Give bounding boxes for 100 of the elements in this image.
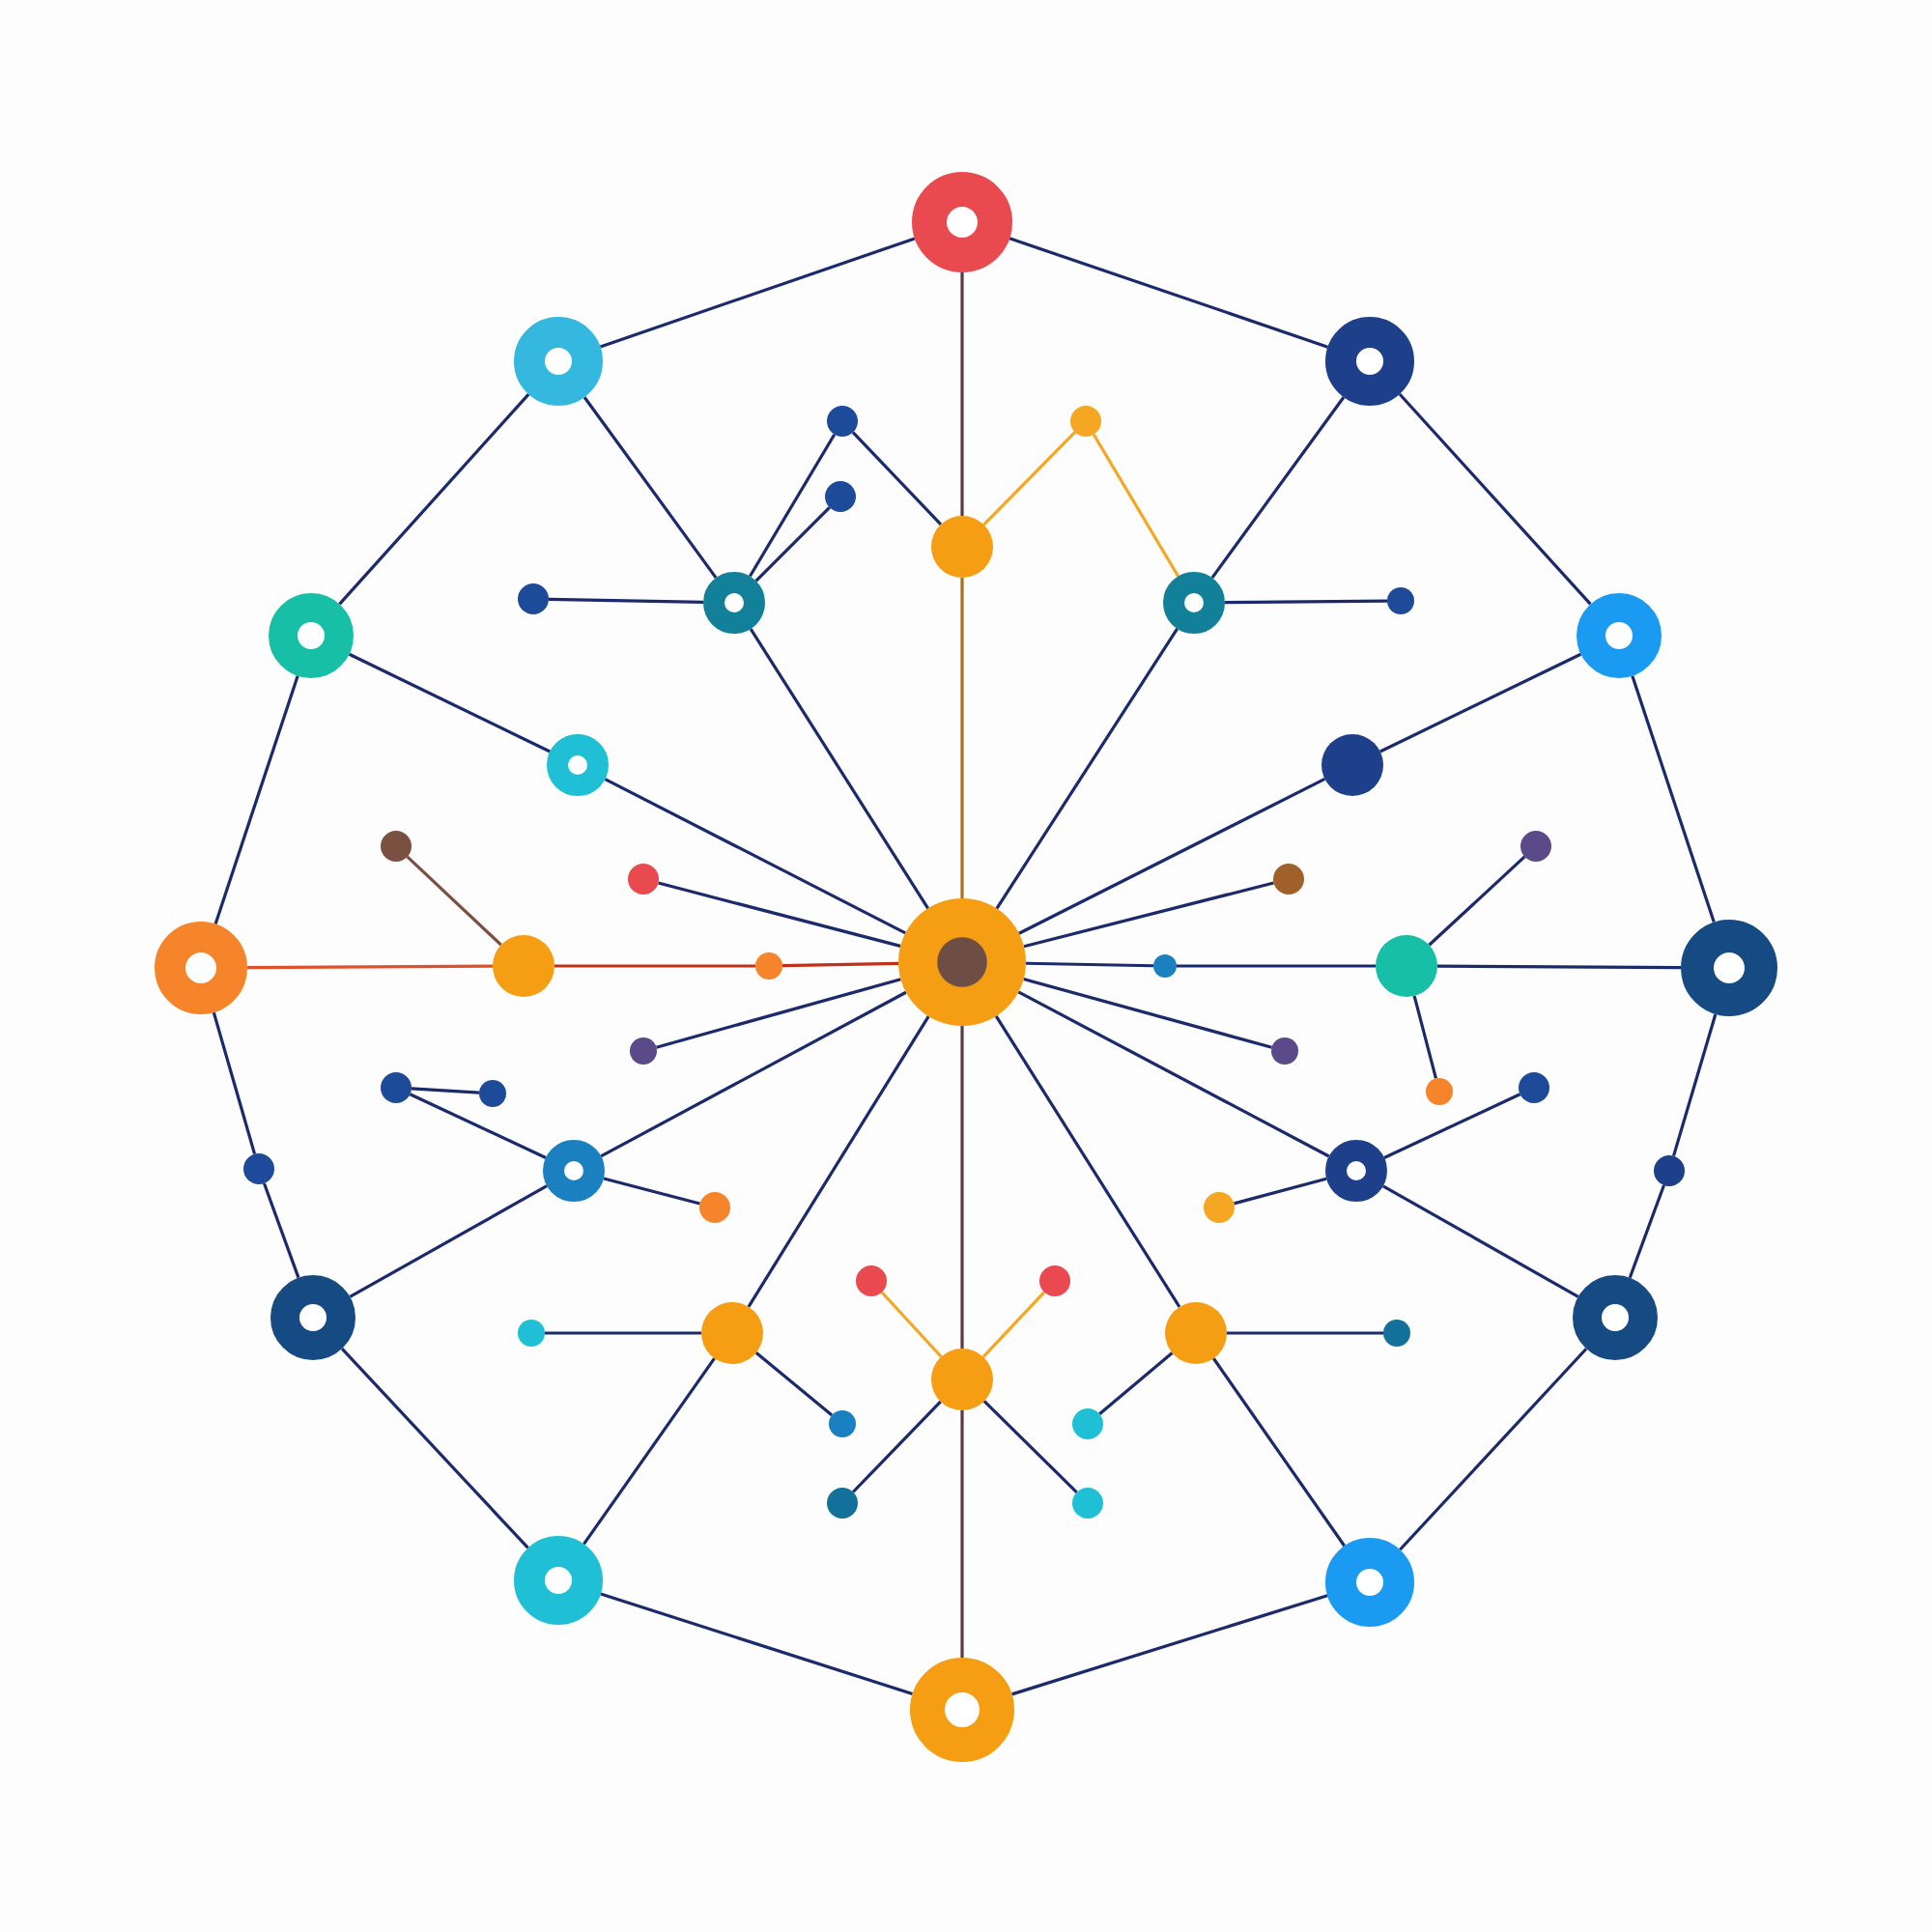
connector-line (960, 1026, 964, 1349)
dot-node (829, 1410, 856, 1437)
connector-line (599, 237, 916, 349)
dot-node (1072, 1488, 1103, 1519)
ring-node (514, 1536, 603, 1625)
connector-line (960, 272, 964, 516)
connector-line (338, 393, 530, 606)
connector-line (1234, 1177, 1327, 1206)
connector-line (960, 578, 964, 898)
ring-node (703, 572, 765, 634)
dot-node (1519, 1072, 1549, 1103)
ring-node (912, 172, 1012, 272)
connector-line (545, 1331, 701, 1335)
connector-line (1672, 1013, 1718, 1157)
dot-node (493, 935, 554, 997)
connector-line (600, 1592, 914, 1696)
connector-line (982, 431, 1076, 526)
connector-line (411, 1087, 480, 1094)
connector-line (1382, 1184, 1579, 1298)
connector-line (409, 1093, 547, 1159)
ring-node (514, 317, 603, 406)
connector-line (1399, 1348, 1588, 1551)
connector-line (747, 1015, 930, 1308)
connector-line (851, 431, 943, 526)
connector-line (554, 964, 755, 968)
connector-line (1437, 964, 1681, 970)
connector-line (1210, 396, 1346, 580)
dot-node (931, 516, 993, 578)
dot-node (856, 1265, 887, 1296)
dot-node (1072, 1408, 1103, 1439)
dot-node (1376, 935, 1437, 997)
connector-line (1018, 778, 1326, 935)
connector-line (1412, 995, 1437, 1079)
connector-line (603, 1177, 700, 1206)
dot-node (1387, 587, 1414, 614)
dot-node (1039, 1265, 1070, 1296)
ring-node (270, 1275, 355, 1360)
dot-node (381, 831, 412, 862)
connector-line (582, 1357, 716, 1546)
connector-line (781, 961, 899, 968)
dot-node (628, 864, 659, 895)
dot-node (518, 583, 549, 614)
connector-line (349, 1184, 548, 1298)
dot-node (1204, 1192, 1235, 1223)
connector-line (749, 628, 929, 910)
ring-node (1577, 593, 1662, 678)
connector-line (340, 1348, 529, 1549)
connector-line (1428, 855, 1526, 947)
connector-line (348, 652, 551, 753)
connector-line (212, 1011, 257, 1155)
connector-line (1023, 881, 1274, 949)
ring-node (1681, 920, 1777, 1016)
dot-node (1520, 831, 1551, 862)
connector-line (262, 1182, 300, 1279)
connector-line (1225, 599, 1387, 605)
connector-line (548, 597, 704, 604)
connector-line (994, 1015, 1181, 1308)
connector-line (1092, 433, 1179, 578)
dot-node (755, 952, 782, 980)
connector-line (658, 881, 901, 948)
connector-line (981, 1291, 1046, 1358)
connector-line (1011, 1594, 1328, 1696)
dot-node (381, 1072, 412, 1103)
dot-node (518, 1320, 545, 1347)
dot-node (479, 1080, 506, 1107)
dot-node (1271, 1037, 1298, 1065)
dot-node (1321, 734, 1383, 796)
dot-node (1273, 864, 1304, 895)
connector-line (582, 396, 718, 580)
dot-node (630, 1037, 657, 1065)
connector-line (1009, 237, 1328, 349)
connector-line (1631, 675, 1716, 923)
ring-node (910, 1658, 1014, 1762)
dot-node (1426, 1078, 1453, 1105)
dot-node (699, 1192, 730, 1223)
connector-line (1628, 1184, 1665, 1279)
connector-line (1227, 1331, 1383, 1335)
connector-line (995, 628, 1179, 910)
dot-node (1070, 406, 1101, 437)
ring-node (543, 1140, 605, 1202)
connector-line (656, 978, 901, 1049)
connector-line (749, 433, 837, 578)
ring-node (269, 593, 354, 678)
dot-node (827, 1488, 858, 1519)
ring-node (547, 734, 609, 796)
connector-line (1025, 961, 1154, 968)
hub-circle (898, 898, 1026, 1026)
connector-line (754, 1351, 834, 1417)
connector-line (213, 675, 299, 924)
connector-line (406, 855, 502, 947)
connector-line (754, 506, 831, 582)
connector-line (851, 1400, 942, 1493)
dot-node (243, 1153, 274, 1184)
ring-node (1573, 1275, 1658, 1360)
dot-node (827, 406, 858, 437)
dot-node (1654, 1155, 1685, 1186)
connector-line (982, 1400, 1078, 1493)
dot-node (1153, 954, 1177, 978)
connector-line (600, 990, 907, 1158)
ring-node (1325, 317, 1414, 406)
